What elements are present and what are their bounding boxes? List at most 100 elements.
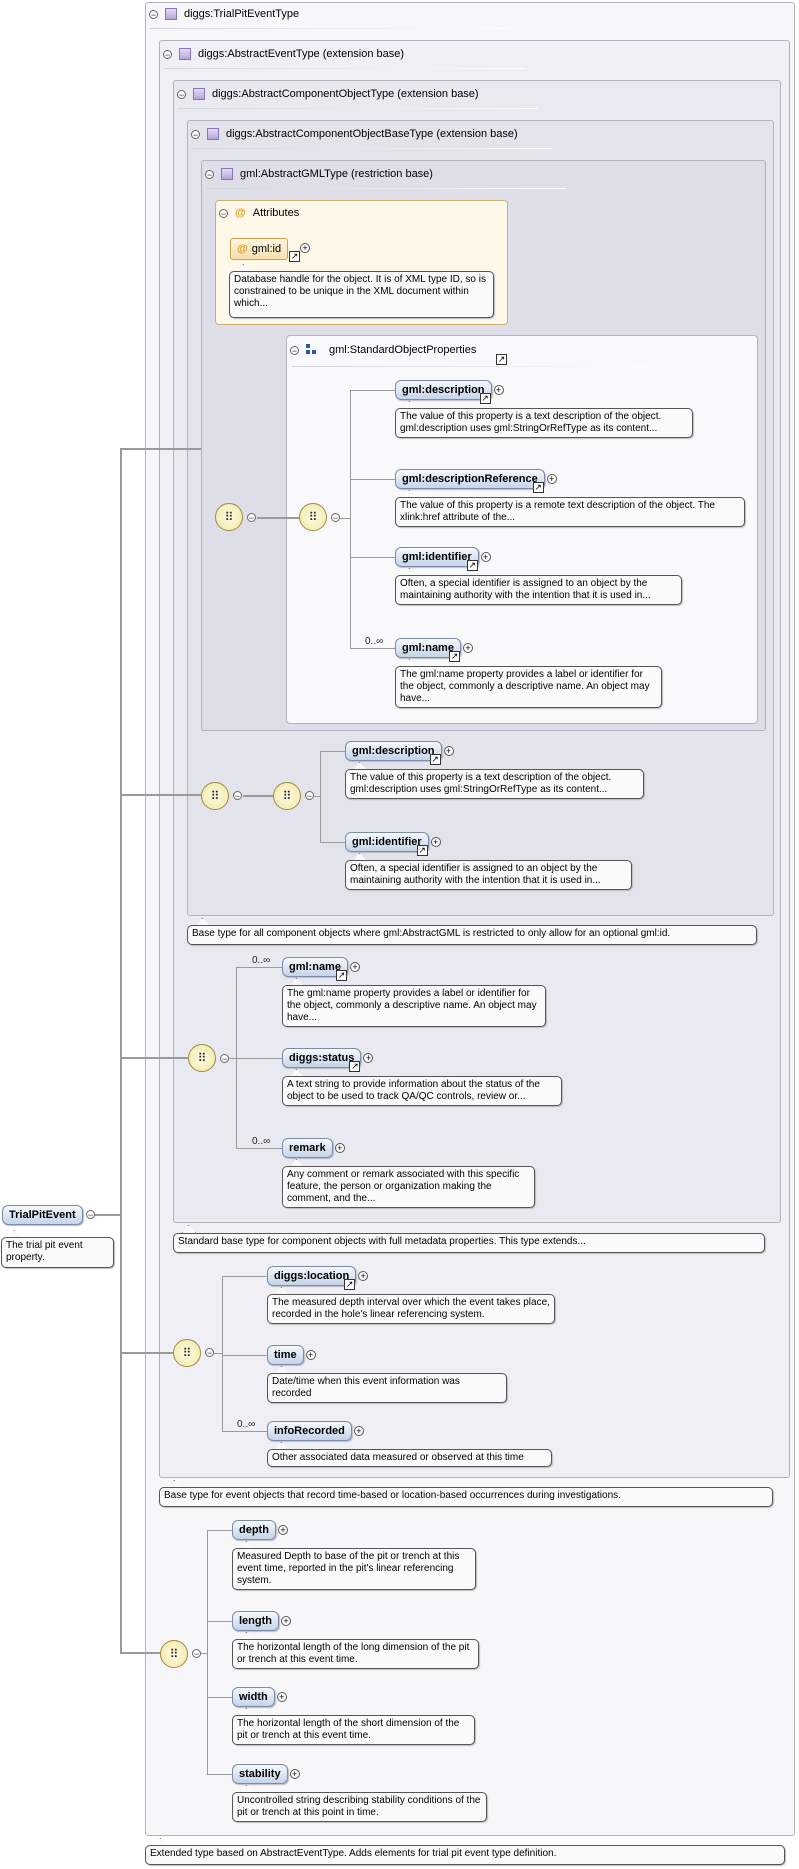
sequence-feed-line [229,1058,236,1059]
collapse-icon[interactable]: − [331,513,340,523]
complex-type-icon [207,128,219,140]
reference-arrow-icon: ↗ [466,560,478,571]
element-stability[interactable]: stability [232,1764,288,1784]
collapse-icon[interactable]: − [219,208,228,219]
element-gml-descriptionreference[interactable]: gml:descriptionReference [395,469,545,489]
seq-link-line [243,795,273,797]
expand-icon[interactable]: + [462,643,473,653]
element-doc: Other associated data measured or observ… [267,1449,552,1467]
collapse-icon[interactable]: − [149,9,158,20]
expand-icon[interactable]: + [334,1143,345,1153]
trial-pit-event-type-header: − diggs:TrialPitEventType [149,4,299,24]
attributes-header: − @ Attributes [219,203,299,223]
collapse-icon[interactable]: − [220,1054,229,1064]
child-connector-line [207,1697,232,1698]
collapse-icon[interactable]: − [205,1348,214,1358]
element-inforecorded[interactable]: infoRecorded [267,1421,352,1441]
element-gml-description[interactable]: gml:description [395,380,492,400]
reference-arrow-icon: ↗ [416,845,428,856]
root-doc: The trial pit event property. [1,1237,114,1268]
element-gml-name[interactable]: gml:name [395,638,461,658]
header-divider [192,148,552,149]
reference-arrow-icon: ↗ [532,482,544,493]
expand-icon[interactable]: + [289,1769,300,1779]
collapse-icon[interactable]: − [191,129,200,140]
expand-icon[interactable]: + [430,837,441,847]
collapse-icon[interactable]: − [233,791,242,801]
reference-arrow-icon: ↗ [496,354,507,365]
component-doc: Standard base type for component objects… [173,1233,765,1253]
element-diggs-location[interactable]: diggs:location [267,1266,357,1286]
expand-icon[interactable]: + [300,243,310,253]
element-gml-description[interactable]: gml:description [345,741,442,761]
element-length[interactable]: length [232,1611,279,1631]
sequence-compositor-icon: ⠿ [173,1339,201,1367]
cardinality-label: 0..∞ [252,955,271,966]
branch-event-line [120,1352,173,1354]
complex-type-icon [221,168,233,180]
expand-icon[interactable]: + [349,962,360,972]
collapse-icon[interactable]: − [305,791,314,801]
event-doc: Base type for event objects that record … [159,1487,773,1507]
element-diggs-status[interactable]: diggs:status [282,1048,362,1068]
child-connector-line [236,967,282,968]
reference-arrow-icon: ↗ [349,1061,361,1072]
sequence-compositor-icon: ⠿ [160,1640,188,1668]
element-remark[interactable]: remark [282,1138,333,1158]
collapse-icon[interactable]: − [247,513,256,523]
element-width[interactable]: width [232,1687,275,1707]
element-depth[interactable]: depth [232,1520,276,1540]
expand-icon[interactable]: + [281,1616,291,1626]
expand-icon[interactable]: + [493,385,504,395]
expand-icon[interactable]: + [305,1350,316,1360]
collapse-icon[interactable]: − [192,1649,201,1659]
child-connector-line [350,390,395,391]
element-doc: Often, a special identifier is assigned … [395,575,682,605]
reference-arrow-icon: ↗ [479,393,491,404]
element-doc: Uncontrolled string describing stability… [232,1792,487,1822]
reference-arrow-icon: ↗ [448,651,460,662]
child-connector-line [320,842,345,843]
child-connector-line [350,557,395,558]
element-doc: Measured Depth to base of the pit or tre… [232,1548,476,1590]
reference-arrow-icon: ↗ [289,251,300,262]
expand-icon[interactable]: + [276,1692,287,1702]
sequence-compositor-icon: ⠿ [201,782,229,810]
element-gml-name[interactable]: gml:name [282,957,348,977]
gml-id-attribute[interactable]: @gml:id [230,238,289,260]
expand-icon[interactable]: + [353,1426,364,1436]
element-doc: The horizontal length of the long dimens… [232,1639,479,1669]
abstract-gml-type-header: − gml:AbstractGMLType (restriction base) [205,164,433,184]
cardinality-label: 0..∞ [252,1136,271,1147]
expand-icon[interactable]: + [480,552,491,562]
element-gml-identifier[interactable]: gml:identifier [345,832,429,852]
sequence-rail-line [236,967,237,1148]
element-doc: Often, a special identifier is assigned … [345,860,632,890]
collapse-icon[interactable]: − [86,1210,95,1220]
attribute-at-icon: @ [235,207,246,219]
complex-type-icon [165,8,177,20]
root-element-trial-pit-event[interactable]: TrialPitEvent [2,1205,83,1225]
collapse-icon[interactable]: − [205,169,214,180]
child-connector-line [207,1530,232,1531]
expand-icon[interactable]: + [546,474,557,484]
element-gml-identifier[interactable]: gml:identifier [395,547,479,567]
element-time[interactable]: time [267,1345,304,1365]
child-connector-line [350,479,395,480]
expand-icon[interactable]: + [358,1271,369,1281]
header-divider [178,108,538,109]
element-doc: Date/time when this event information wa… [267,1373,507,1403]
collapse-icon[interactable]: − [177,89,186,100]
collapse-icon[interactable]: − [290,345,299,356]
expand-icon[interactable]: + [277,1525,288,1535]
element-doc: Any comment or remark associated with th… [282,1166,535,1208]
collapse-icon[interactable]: − [163,49,172,60]
complex-type-icon [179,48,191,60]
expand-icon[interactable]: + [443,746,454,756]
child-connector-line [222,1276,267,1277]
expand-icon[interactable]: + [363,1053,374,1063]
sequence-compositor-icon: ⠿ [188,1044,216,1072]
child-connector-line [207,1774,232,1775]
trial-doc: Extended type based on AbstractEventType… [145,1845,785,1865]
branch-base-line [120,794,201,796]
